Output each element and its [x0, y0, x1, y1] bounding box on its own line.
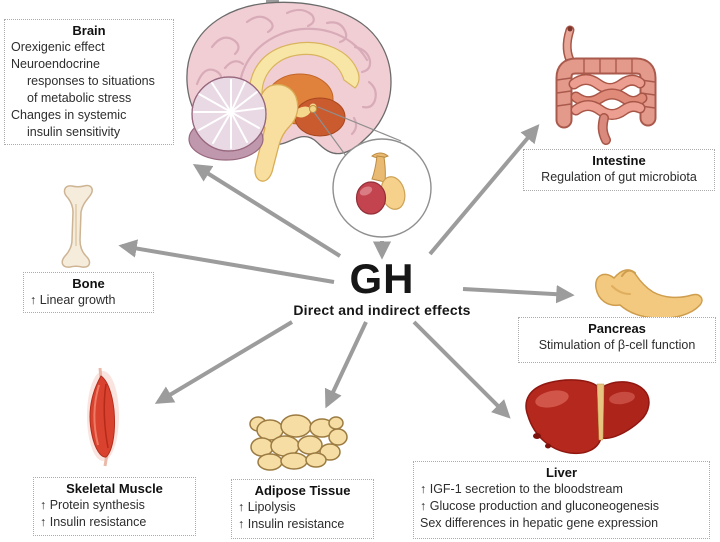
- bone-card-line: ↑ Linear growth: [30, 293, 116, 307]
- skeletal-muscle-card: Skeletal Muscle ↑ Protein synthesis ↑ In…: [33, 477, 196, 536]
- arrow-gh-to-liver: [412, 320, 511, 419]
- skeletal-muscle-card-title: Skeletal Muscle: [66, 481, 163, 496]
- brain-card-line: Neuroendocrine: [11, 57, 100, 71]
- adipose-tissue-card-line: ↑ Insulin resistance: [238, 517, 345, 531]
- arrow-gh-to-muscle: [154, 320, 294, 404]
- arrow-gh-to-intestine: [428, 124, 540, 256]
- hormone-subtitle: Direct and indirect effects: [293, 302, 471, 318]
- pancreas-icon: [595, 269, 703, 320]
- intestine-card-title: Intestine: [592, 153, 646, 168]
- liver-card-line: ↑ Glucose production and gluconeogenesis: [420, 499, 660, 513]
- pancreas-card-title: Pancreas: [588, 321, 646, 336]
- adipose-tissue-icon: [249, 414, 348, 471]
- adipose-tissue-card-title: Adipose Tissue: [254, 483, 351, 498]
- skeletal-muscle-icon: [87, 367, 119, 467]
- brain-card-line: responses to situations: [27, 74, 155, 88]
- arrow-gh-to-pancreas: [462, 284, 575, 304]
- brain-card-line: Changes in systemic: [11, 108, 127, 122]
- liver-card: Liver ↑ IGF-1 secretion to the bloodstre…: [413, 461, 710, 539]
- bone-icon: [61, 184, 93, 268]
- intestine-icon: [555, 25, 657, 145]
- liver-card-title: Liver: [545, 465, 578, 480]
- brain-card-line: Orexigenic effect: [11, 40, 105, 54]
- gh-center-label: GH Direct and indirect effects: [282, 255, 482, 319]
- bone-card-title: Bone: [72, 276, 105, 291]
- brain-card: Brain Orexigenic effect Neuroendocrine r…: [4, 19, 174, 145]
- brain-card-line: of metabolic stress: [27, 91, 132, 105]
- hormone-title: GH: [349, 255, 415, 302]
- arrow-gh-to-adipose: [324, 321, 368, 409]
- effect-arrows: [118, 0, 575, 419]
- arrow-gh-to-bone: [118, 239, 335, 284]
- brain-card-line: insulin sensitivity: [27, 125, 121, 139]
- skeletal-muscle-card-line: ↑ Protein synthesis: [40, 498, 145, 512]
- adipose-tissue-card-line: ↑ Lipolysis: [238, 500, 296, 514]
- bone-card: Bone ↑ Linear growth: [23, 272, 154, 313]
- pituitary-callout: [313, 106, 432, 238]
- pancreas-card-line: Stimulation of β-cell function: [538, 338, 696, 352]
- liver-card-line: ↑ IGF-1 secretion to the bloodstream: [420, 482, 623, 496]
- arrow-gh-to-brain: [192, 164, 342, 258]
- intestine-card: Intestine Regulation of gut microbiota: [523, 149, 715, 191]
- pancreas-card: Pancreas Stimulation of β-cell function: [518, 317, 716, 363]
- pituitary-gland-icon: [355, 152, 406, 215]
- intestine-card-line: Regulation of gut microbiota: [541, 170, 697, 184]
- liver-card-line: Sex differences in hepatic gene expressi…: [420, 516, 659, 530]
- skeletal-muscle-card-line: ↑ Insulin resistance: [40, 515, 147, 529]
- adipose-tissue-card: Adipose Tissue ↑ Lipolysis ↑ Insulin res…: [231, 479, 374, 539]
- liver-icon: [525, 379, 650, 455]
- brain-card-title: Brain: [72, 23, 106, 38]
